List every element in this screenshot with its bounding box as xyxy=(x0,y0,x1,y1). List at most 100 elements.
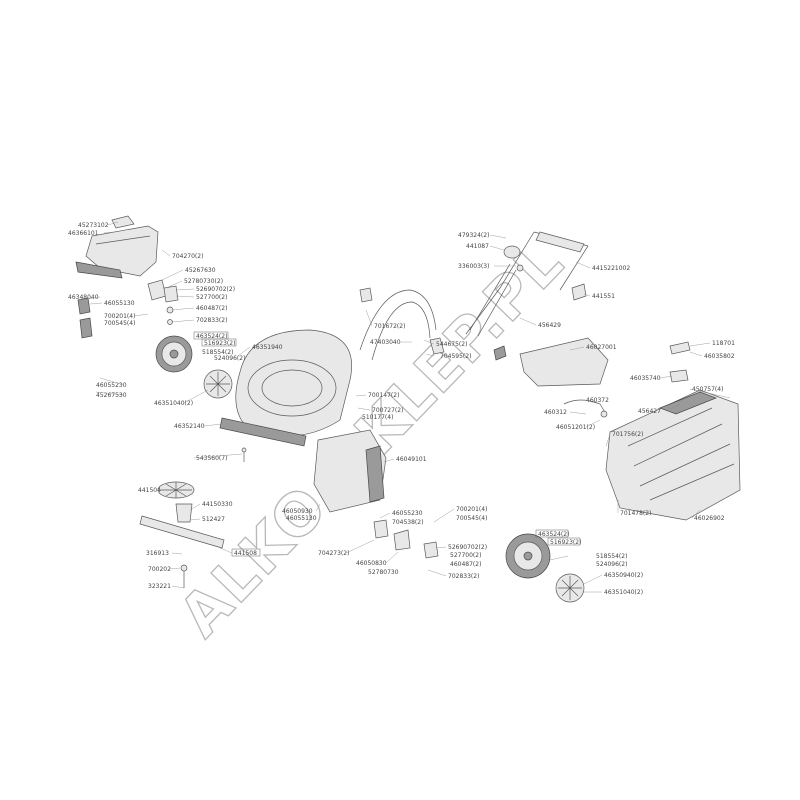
part-label: 441551 xyxy=(592,293,615,300)
part-label: 46055130 xyxy=(104,300,135,307)
part-label: 544675(2) xyxy=(436,341,467,348)
part-label: 460487(2) xyxy=(450,561,481,568)
leader-lines xyxy=(79,221,731,593)
part-label: 118701 xyxy=(712,340,735,347)
part-label: 441087 xyxy=(466,243,489,250)
part-label: 518554(2) xyxy=(596,553,627,560)
part-label: 463524(2) xyxy=(538,531,569,538)
label-box xyxy=(231,548,261,557)
part-label: 456427 xyxy=(638,408,661,415)
blade-adapter xyxy=(175,503,193,523)
rear-flap-strip xyxy=(75,261,123,279)
rear-discharge-housing xyxy=(313,429,387,513)
part-label: 479324(2) xyxy=(458,232,489,239)
part-label: 518554(2) xyxy=(202,349,233,356)
fill-indicator xyxy=(669,341,691,383)
part-label: 46348040 xyxy=(68,294,99,301)
blade-bolt xyxy=(180,564,188,588)
part-label: 441504 xyxy=(138,487,161,494)
part-label: 45267630 xyxy=(185,267,216,274)
wheel-cap-right xyxy=(555,573,585,603)
height-adjust-bracket-right xyxy=(373,519,439,559)
catcher-top-cover xyxy=(519,337,609,387)
part-label: 441508 xyxy=(234,550,257,557)
upper-handle xyxy=(465,231,589,335)
part-label: 516923(2) xyxy=(550,539,581,546)
part-labels: 45273102 46366101 704270(2) 45267630 527… xyxy=(68,222,735,596)
grass-catcher-basket xyxy=(605,389,741,521)
part-label: 524096(2) xyxy=(596,561,627,568)
part-label: 527700(2) xyxy=(196,294,227,301)
side-bracket-left xyxy=(77,297,93,339)
part-label: 46351040(2) xyxy=(154,400,193,407)
part-label: 46035740 xyxy=(630,375,661,382)
part-label: 527700(2) xyxy=(450,552,481,559)
height-adjust-bracket xyxy=(147,279,179,325)
part-label: 702833(2) xyxy=(196,317,227,324)
part-label: 460312 xyxy=(544,409,567,416)
part-label: 46049101 xyxy=(396,456,427,463)
part-label: 704273(2) xyxy=(318,550,349,557)
part-label: 512427 xyxy=(202,516,225,523)
part-label: 46035802 xyxy=(704,353,735,360)
part-label: 702833(2) xyxy=(448,573,479,580)
part-label: 456429 xyxy=(538,322,561,329)
part-label: 463524(2) xyxy=(196,333,227,340)
part-label: 47403040 xyxy=(370,339,401,346)
part-label: 52690702(2) xyxy=(448,544,487,551)
part-label: 46351040(2) xyxy=(604,589,643,596)
part-label: 700727(2) xyxy=(372,407,403,414)
rear-wheel-right xyxy=(505,533,551,579)
part-label: 700545(4) xyxy=(104,320,135,327)
part-label: 700545(4) xyxy=(456,515,487,522)
lower-handle xyxy=(359,287,445,361)
label-box xyxy=(547,537,581,546)
part-label: 46055230 xyxy=(392,510,423,517)
part-label: 52780730(2) xyxy=(184,278,223,285)
label-box xyxy=(535,529,569,538)
label-box xyxy=(201,338,237,347)
part-label: 700147(2) xyxy=(368,392,399,399)
part-label: 460372 xyxy=(586,397,609,404)
part-label: 46027001 xyxy=(586,344,617,351)
part-label: 46026902 xyxy=(694,515,725,522)
part-label: 704270(2) xyxy=(172,253,203,260)
part-label: 46352140 xyxy=(174,423,205,430)
part-label: 700202 xyxy=(148,566,171,573)
cutting-blade xyxy=(139,515,225,549)
part-label: 701672(2) xyxy=(374,323,405,330)
part-label: 46055230 xyxy=(96,382,127,389)
part-label: 46350940(2) xyxy=(604,572,643,579)
part-label: 4415221002 xyxy=(592,265,630,272)
part-label: 323221 xyxy=(148,583,171,590)
part-label: 700201(4) xyxy=(456,506,487,513)
handle-rod xyxy=(469,263,517,361)
screw xyxy=(241,447,247,462)
fan-impeller xyxy=(157,481,195,499)
part-label: 46055130 xyxy=(286,515,317,522)
part-label: 45267530 xyxy=(96,392,127,399)
wheel-cap-left xyxy=(203,369,233,399)
part-label: 701756(2) xyxy=(612,431,643,438)
part-label: 52690702(2) xyxy=(196,286,235,293)
part-label: 52780730 xyxy=(368,569,399,576)
part-label: 704538(2) xyxy=(392,519,423,526)
part-label: 316913 xyxy=(146,550,169,557)
part-label: 450757(4) xyxy=(692,386,723,393)
part-label: 700201(4) xyxy=(104,313,135,320)
part-label: 516923(2) xyxy=(204,340,235,347)
part-label: 336003(3) xyxy=(458,263,489,270)
part-label: 46366101 xyxy=(68,230,99,237)
part-label: 524096(2) xyxy=(214,355,245,362)
part-label: 46051201(2) xyxy=(556,424,595,431)
part-label: 701478(2) xyxy=(620,510,651,517)
rear-wheel-left xyxy=(155,335,193,373)
mower-deck xyxy=(219,329,352,447)
part-label: 460487(2) xyxy=(196,305,227,312)
part-label: 543560(7) xyxy=(196,455,227,462)
part-label: 704595(2) xyxy=(440,353,471,360)
cable-clip xyxy=(503,245,524,272)
part-label: 46050930 xyxy=(282,508,313,515)
rear-flap-cover xyxy=(85,215,159,277)
